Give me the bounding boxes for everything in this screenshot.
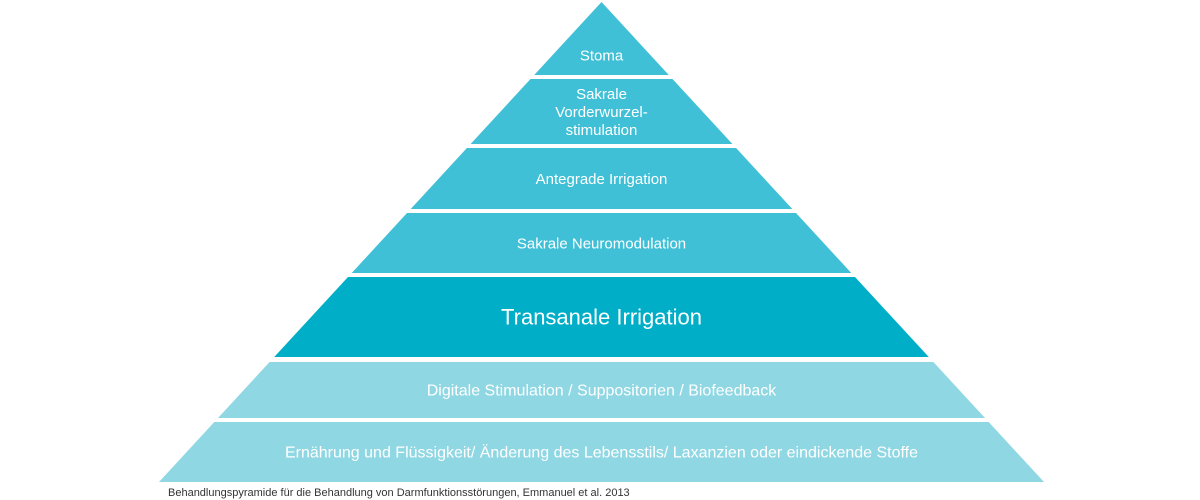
pyramid-level-label: Digitale Stimulation / Suppositorien / B… (427, 383, 778, 400)
pyramid-level-label: Vorderwurzel- (555, 104, 648, 121)
pyramid-level-3: Antegrade Irrigation (410, 148, 793, 209)
pyramid-level-label: stimulation (566, 122, 638, 139)
pyramid-level-shape (218, 362, 985, 418)
pyramid-level-shape (159, 422, 1044, 482)
pyramid-level-shape (351, 213, 852, 273)
pyramid-level-6: Digitale Stimulation / Suppositorien / B… (218, 362, 985, 418)
pyramid-level-shape (534, 2, 669, 75)
pyramid-level-5: Transanale Irrigation (274, 277, 929, 357)
pyramid-level-label: Transanale Irrigation (501, 305, 702, 330)
pyramid-level-label: Ernährung und Flüssigkeit/ Änderung des … (285, 444, 918, 462)
pyramid-level-7: Ernährung und Flüssigkeit/ Änderung des … (159, 422, 1044, 482)
pyramid-level-label: Antegrade Irrigation (536, 171, 668, 188)
pyramid-level-label: Sakrale (576, 86, 627, 103)
figure-caption: Behandlungspyramide für die Behandlung v… (168, 487, 630, 499)
pyramid-level-label: Sakrale Neuromodulation (517, 235, 686, 252)
pyramid-level-shape (410, 148, 793, 209)
pyramid-level-label: Stoma (580, 47, 624, 64)
pyramid-level-shape (470, 79, 733, 144)
pyramid-level-4: Sakrale Neuromodulation (351, 213, 852, 273)
pyramid-level-1: Stoma (534, 2, 669, 75)
pyramid-level-shape (274, 277, 929, 357)
